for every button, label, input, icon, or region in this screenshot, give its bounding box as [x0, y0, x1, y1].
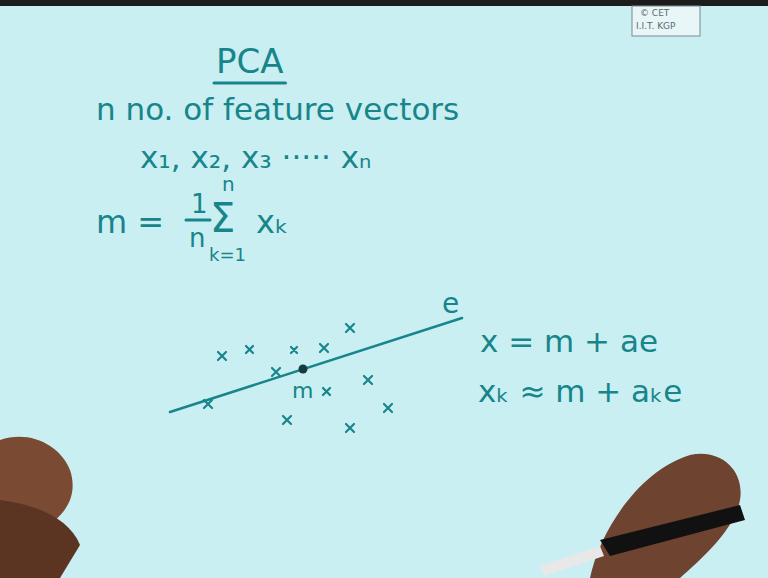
watermark-box	[632, 6, 700, 36]
marker	[600, 505, 745, 556]
sample-points	[204, 324, 392, 432]
principal-axis-line	[170, 318, 462, 412]
label-text: m	[292, 380, 313, 402]
mean-point	[299, 365, 308, 374]
label-text: x₁, x₂, x₃ ····· xₙ	[140, 142, 371, 173]
label-text: k=1	[209, 246, 246, 264]
marker	[540, 546, 604, 576]
label-text: xₖ ≈ m + aₖe	[478, 376, 682, 407]
label-text: I.I.T. KGP	[636, 22, 676, 31]
label-text: xₖ	[256, 206, 289, 238]
label-text: 1	[191, 191, 208, 217]
label-text: m =	[96, 206, 164, 238]
top-edge	[0, 0, 768, 6]
label-text: © CET	[640, 9, 669, 18]
label-text: n	[222, 174, 235, 194]
hand	[0, 500, 80, 578]
label-text: n	[189, 225, 205, 251]
label-text: PCA	[216, 44, 284, 78]
underline	[214, 82, 286, 85]
label-text: e	[442, 290, 459, 318]
label-text: Σ	[210, 198, 235, 238]
label-text: x = m + ae	[480, 326, 658, 357]
fraction-bar	[186, 219, 210, 222]
label-text: n no. of feature vectors	[96, 94, 459, 125]
